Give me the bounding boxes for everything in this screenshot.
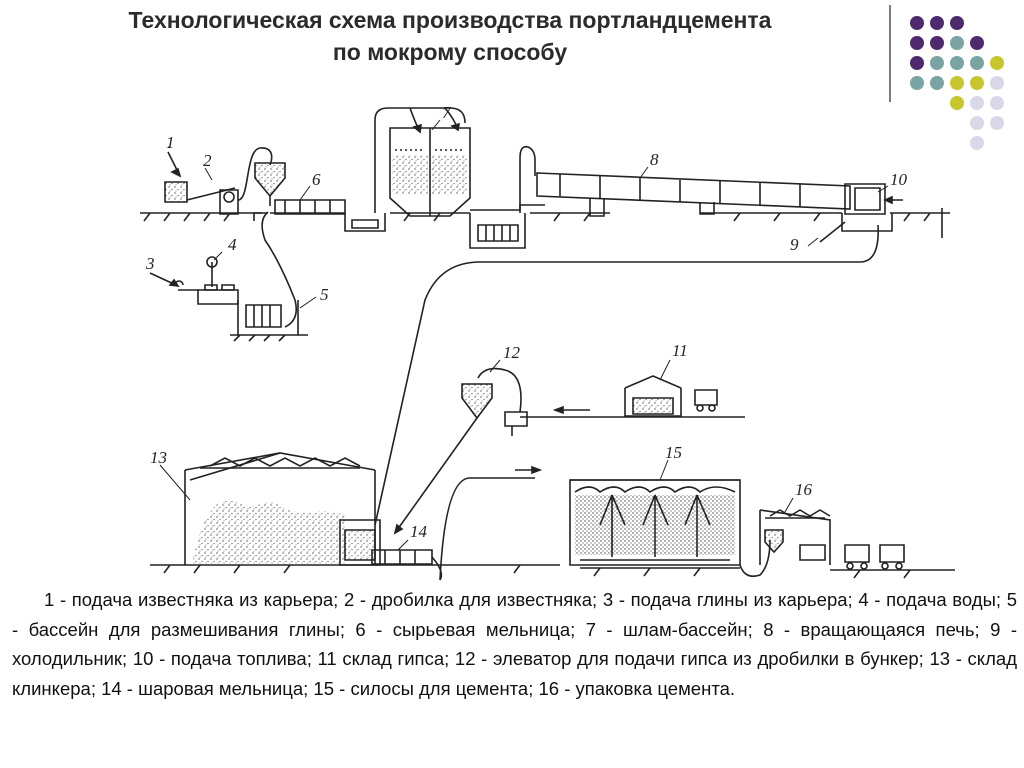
cement-pipe — [439, 477, 535, 581]
cement-packing — [759, 509, 905, 570]
slurry-pipe — [470, 204, 545, 211]
clay-slurry-pipe — [261, 211, 298, 328]
decor-dot — [910, 56, 924, 70]
clinker-transport-line — [374, 224, 879, 526]
slurry-basin — [374, 107, 471, 217]
water-feed — [197, 256, 239, 305]
label-13: 13 — [150, 448, 167, 467]
limestone-crusher — [186, 187, 239, 215]
label-8: 8 — [650, 150, 659, 169]
label-4: 4 — [228, 235, 237, 254]
decor-dot — [930, 76, 944, 90]
decor-dot — [970, 36, 984, 50]
decor-dot — [970, 96, 984, 110]
decor-dot — [970, 116, 984, 130]
cement-silos — [569, 479, 741, 566]
label-14: 14 — [410, 522, 428, 541]
clay-feed — [149, 272, 198, 291]
ground-bottom — [150, 564, 955, 579]
gypsum-store — [520, 375, 745, 418]
rotary-kiln — [536, 172, 851, 217]
decor-dot — [950, 36, 964, 50]
decor-dot — [970, 76, 984, 90]
label-7: 7 — [442, 103, 452, 122]
label-15: 15 — [665, 443, 682, 462]
decor-dot — [950, 76, 964, 90]
elevator-line-1 — [237, 147, 273, 201]
limestone-feed — [164, 151, 188, 203]
decor-dot — [930, 36, 944, 50]
page-title: Технологическая схема производства портл… — [0, 4, 900, 68]
decor-dot — [950, 16, 964, 30]
label-5: 5 — [320, 285, 329, 304]
sump-2 — [469, 213, 526, 249]
decor-dot — [930, 56, 944, 70]
decor-divider — [889, 5, 891, 102]
title-line-1: Технологическая схема производства портл… — [128, 7, 772, 33]
label-2: 2 — [203, 151, 212, 170]
decor-dot — [910, 16, 924, 30]
decor-dots — [910, 16, 1004, 150]
decor-dot — [910, 36, 924, 50]
clinker-cooler — [819, 213, 893, 243]
decor-dot — [990, 96, 1004, 110]
clay-mixer-basin — [230, 300, 308, 342]
raw-mill — [253, 199, 346, 221]
sump-1 — [344, 213, 386, 232]
silo-outlet-pipe — [739, 539, 771, 578]
label-9: 9 — [790, 235, 799, 254]
raw-hopper — [254, 162, 286, 206]
title-line-2: по мокрому способу — [332, 39, 568, 65]
label-12: 12 — [503, 343, 521, 362]
gypsum-elevator — [393, 367, 522, 535]
decor-dot — [950, 56, 964, 70]
decor-dot — [970, 56, 984, 70]
label-1: 1 — [166, 133, 175, 152]
label-3: 3 — [145, 254, 155, 273]
decor-dot — [950, 96, 964, 110]
gypsum-crusher — [504, 411, 528, 436]
decor-dot — [970, 136, 984, 150]
decor-dot — [910, 76, 924, 90]
kiln-feed-pipe — [519, 145, 536, 213]
decor-dot — [990, 116, 1004, 130]
label-16: 16 — [795, 480, 813, 499]
decor-dot — [990, 56, 1004, 70]
label-10: 10 — [890, 170, 908, 189]
decor-dot — [990, 76, 1004, 90]
decor-dot — [930, 16, 944, 30]
label-11: 11 — [672, 341, 688, 360]
fuel-head — [844, 183, 903, 215]
label-6: 6 — [312, 170, 321, 189]
legend: 1 - подача известняка из карьера; 2 - др… — [12, 589, 1017, 699]
